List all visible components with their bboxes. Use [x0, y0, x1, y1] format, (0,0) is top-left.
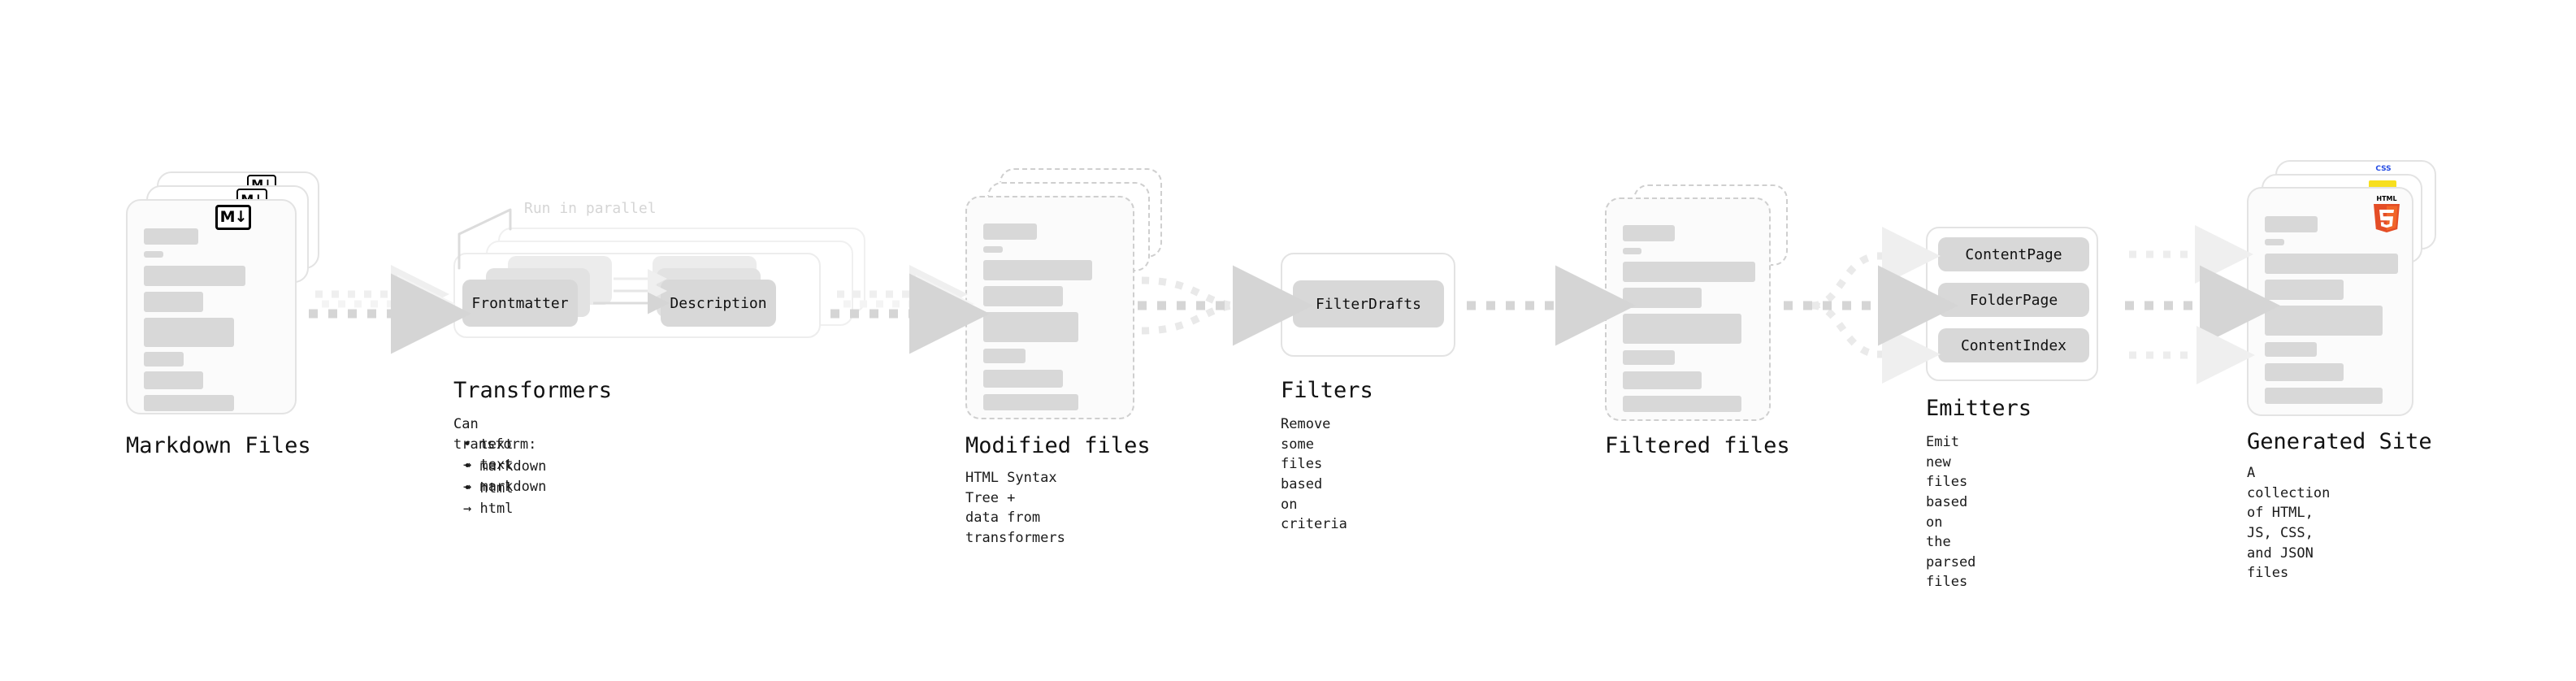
doc-bar: [1623, 314, 1741, 344]
transformer-bullet-1: • markdown → markdown: [463, 458, 547, 495]
transformer-bullet-2: • html → html: [463, 480, 514, 517]
bullet-text: text → text: [463, 436, 514, 473]
doc-bar: [2265, 216, 2318, 232]
emitter-chip-contentpage[interactable]: ContentPage: [1938, 237, 2089, 271]
md-icon-arrow: ↓: [234, 208, 248, 226]
filter-chip-filterdrafts[interactable]: FilterDrafts: [1293, 280, 1444, 327]
caption-title-modified-files: Modified files: [965, 433, 1151, 458]
bullet-text: markdown → markdown: [463, 458, 547, 495]
caption-title-emitters: Emitters: [1926, 396, 2032, 421]
doc-bar: [983, 349, 1026, 363]
doc-bar: [2265, 306, 2383, 336]
doc-bar: [144, 318, 234, 347]
emitter-chip-folderpage[interactable]: FolderPage: [1938, 283, 2089, 317]
run-in-parallel-note: Run in parallel: [524, 200, 657, 217]
css-icon-text: CSS: [2375, 165, 2392, 173]
doc-bar: [144, 266, 245, 286]
connector-markdown-to-transformers: [309, 265, 471, 354]
doc-bar: [983, 260, 1092, 280]
modified-card-front: [965, 196, 1134, 419]
md-icon-front: M↓: [215, 205, 251, 230]
caption-title-filtered-files: Filtered files: [1605, 433, 1790, 458]
md-icon-letter: M: [219, 208, 236, 226]
doc-bar: [2265, 239, 2284, 245]
doc-bar: [1623, 396, 1741, 412]
caption-sub-transformers: Can transform:: [453, 416, 537, 453]
filtered-card-front: [1605, 197, 1771, 421]
bullet-text: html → html: [463, 480, 514, 517]
doc-bar: [144, 228, 198, 245]
svg-text:HTML: HTML: [2376, 195, 2396, 202]
connector-emitters-to-site: [2125, 225, 2280, 384]
caption-title-filters: Filters: [1281, 378, 1373, 403]
doc-bar: [2265, 280, 2344, 300]
caption-title-markdown-files: Markdown Files: [126, 433, 311, 458]
doc-bar: [983, 223, 1037, 240]
doc-bar: [1623, 225, 1675, 241]
doc-bar: [1623, 350, 1675, 365]
connector-filtered-to-emitters: [1784, 227, 1958, 384]
doc-bar: [983, 312, 1078, 342]
transformer-chip-frontmatter[interactable]: Frontmatter: [462, 280, 578, 327]
caption-title-transformers: Transformers: [453, 378, 613, 403]
doc-bar: [2265, 254, 2398, 274]
transformer-chip-description[interactable]: Description: [661, 280, 776, 327]
caption-title-generated-site: Generated Site: [2247, 429, 2432, 454]
caption-sub-filters: Remove some files based on criteria: [1281, 416, 1347, 533]
doc-bar: [1623, 371, 1702, 389]
caption-sub-generated-site: A collection of HTML, JS, CSS, and JSON …: [2247, 465, 2331, 582]
doc-bar: [144, 251, 163, 258]
doc-bar: [144, 292, 203, 312]
connector-modified-to-filters: [1138, 265, 1313, 346]
doc-bar: [144, 352, 184, 367]
doc-bar: [2265, 363, 2344, 381]
doc-bar: [1623, 262, 1755, 282]
doc-bar: [144, 395, 234, 411]
doc-bar: [983, 394, 1078, 410]
doc-bar: [2265, 342, 2317, 357]
doc-bar: [983, 370, 1063, 388]
caption-sub-modified-files: HTML Syntax Tree + data from transformer…: [965, 470, 1065, 546]
doc-bar: [983, 246, 1003, 253]
doc-bar: [144, 371, 203, 389]
html5-icon: HTML: [2371, 193, 2402, 232]
emitter-chip-contentindex[interactable]: ContentIndex: [1938, 328, 2089, 362]
transformer-bullet-0: • text → text: [463, 436, 514, 473]
doc-bar: [983, 286, 1063, 306]
doc-bar: [1623, 288, 1702, 308]
markdown-card-front: [126, 199, 297, 414]
doc-bar: [1623, 248, 1641, 254]
doc-bar: [2265, 388, 2383, 404]
caption-sub-emitters: Emit new files based on the parsed files: [1926, 434, 1976, 591]
